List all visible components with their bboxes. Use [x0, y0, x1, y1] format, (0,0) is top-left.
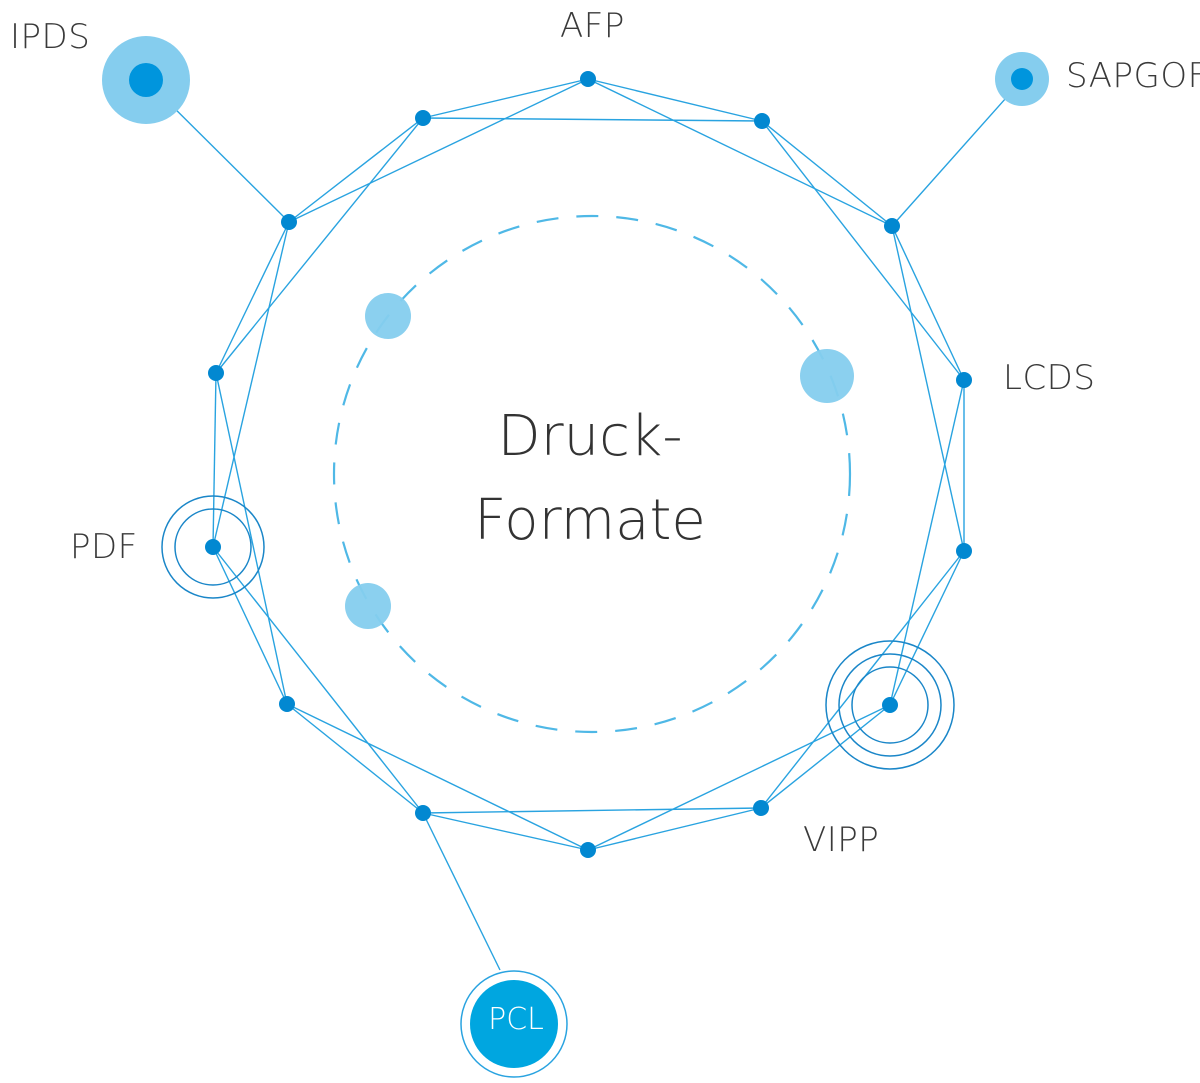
network-edge: [215, 221, 290, 374]
network-edge: [761, 120, 893, 227]
ring-node: [754, 113, 770, 129]
network-edge: [212, 221, 290, 548]
network-edge: [212, 372, 217, 548]
network-nodes: [205, 71, 972, 858]
network-edge: [422, 807, 762, 814]
ring-node: [205, 539, 221, 555]
network-edge: [422, 812, 589, 851]
center-title-line1: Druck-: [497, 404, 683, 469]
orbit-dots: [345, 293, 854, 629]
center-title: Druck- Formate: [390, 395, 790, 563]
orbit-dot: [365, 293, 411, 339]
ring-node: [580, 71, 596, 87]
ring-node: [415, 805, 431, 821]
network-edge: [215, 117, 424, 374]
network-edge: [891, 225, 965, 552]
label-ipds: IPDS: [10, 17, 91, 57]
network-edge: [215, 372, 288, 705]
pcl-badge: [470, 980, 558, 1068]
label-afp: AFP: [560, 6, 625, 46]
network-edge: [587, 704, 891, 851]
network-edge: [288, 117, 424, 223]
sapgof-link: [891, 79, 1023, 227]
ring-node: [882, 697, 898, 713]
vipp-ring: [851, 666, 929, 744]
network-edge: [286, 703, 589, 851]
network-edges: [145, 78, 1023, 971]
ring-node: [415, 110, 431, 126]
ipds-node: [129, 63, 163, 97]
center-title-line2: Formate: [474, 488, 706, 553]
network-edge: [587, 78, 893, 227]
dashed-orbit-circle: [332, 214, 852, 734]
ring-node: [956, 372, 972, 388]
label-vipp: VIPP: [803, 820, 880, 860]
network-edge: [422, 78, 589, 119]
label-pdf: PDF: [70, 527, 138, 567]
ring-node: [580, 842, 596, 858]
pdf-ring: [174, 508, 252, 586]
network-edge: [761, 120, 965, 381]
orbit-dot: [345, 583, 391, 629]
network-edge: [889, 550, 965, 706]
network-edge: [422, 117, 763, 122]
ring-node: [208, 365, 224, 381]
vipp-ring: [838, 653, 942, 757]
pcl-link: [422, 812, 501, 971]
pdf-ring: [161, 495, 265, 599]
network-edge: [889, 379, 965, 706]
vipp-ring: [825, 640, 955, 770]
label-sapgof: SAPGOF: [1066, 56, 1200, 96]
pcl-badge-label: PCL: [488, 1002, 544, 1037]
ring-node: [279, 696, 295, 712]
network-edge: [891, 225, 965, 381]
ring-node: [884, 218, 900, 234]
ring-node: [956, 543, 972, 559]
network-edge: [760, 704, 891, 809]
ring-node: [753, 800, 769, 816]
network-edge: [587, 78, 763, 122]
ring-node: [281, 214, 297, 230]
sapgof-node: [1011, 68, 1033, 90]
network-edge: [212, 546, 288, 705]
network-edge: [288, 78, 589, 223]
orbit-dot: [800, 349, 854, 403]
network-edge: [587, 807, 762, 851]
node-decorations: [102, 36, 1049, 1078]
label-lcds: LCDS: [1003, 358, 1096, 398]
network-edge: [212, 546, 424, 814]
network-edge: [286, 703, 424, 814]
